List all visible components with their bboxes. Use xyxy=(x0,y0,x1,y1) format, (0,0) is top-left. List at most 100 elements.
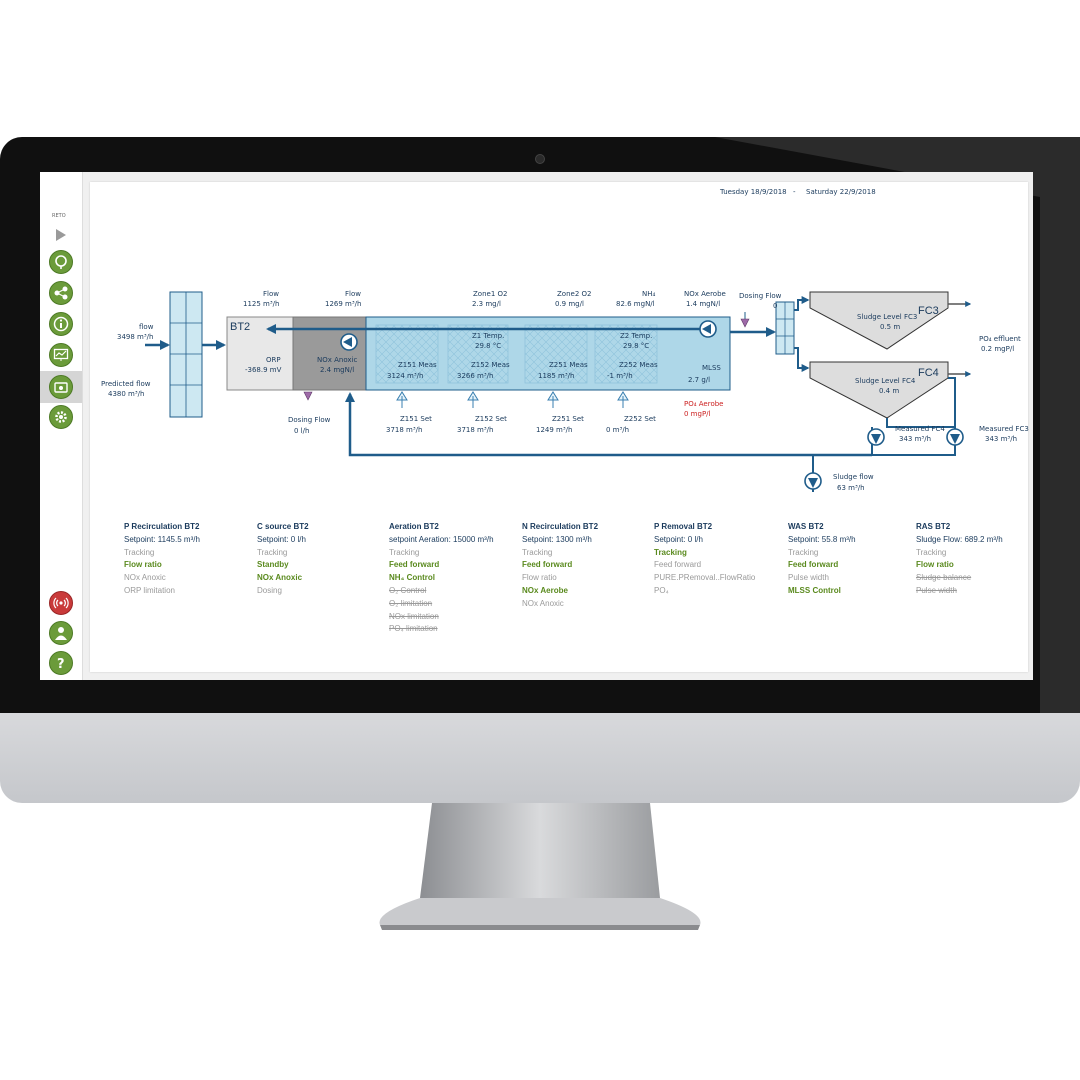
z152-meas-label: Z152 Meas xyxy=(471,361,510,369)
z252-set-label: Z252 Set xyxy=(624,415,656,423)
controller-mode[interactable]: Pulse width xyxy=(916,585,957,595)
nav-settings-button[interactable] xyxy=(49,405,73,429)
nav-signal-button[interactable] xyxy=(49,591,73,615)
controller-mode[interactable]: NOx Anoxic xyxy=(257,573,303,583)
controller-mode[interactable]: ORP limitation xyxy=(124,585,175,595)
controller-mode[interactable]: O₂ limitation xyxy=(389,598,433,608)
play-icon[interactable] xyxy=(55,228,67,242)
network-icon xyxy=(54,286,68,300)
z251-meas-value: 1185 m³/h xyxy=(538,372,575,380)
controller-mode[interactable]: Flow ratio xyxy=(916,560,954,570)
controller-mode[interactable]: NH₄ Control xyxy=(389,573,436,583)
controller-mode[interactable]: Feed forward xyxy=(522,560,573,570)
main-panel: Tuesday 18/9/2018 - Saturday 22/9/2018 xyxy=(90,182,1029,672)
sidebar: RETO ? xyxy=(40,172,83,680)
aeration-grid-z252 xyxy=(594,324,658,384)
nav-location-button[interactable] xyxy=(49,250,73,274)
po4-effluent-label: PO₄ effluent xyxy=(979,335,1021,343)
controller-mode[interactable]: Tracking xyxy=(654,547,687,557)
nox-aerobe-label: NOx Aerobe xyxy=(684,290,726,298)
date-separator: - xyxy=(793,188,796,196)
controller-title: WAS BT2 xyxy=(788,522,824,531)
chart-monitor-icon xyxy=(53,348,69,361)
flow2-value: 1269 m³/h xyxy=(325,300,362,308)
controller-mode[interactable]: Standby xyxy=(257,560,289,570)
controller-setpoint: setpoint Aeration: 15000 m³/h xyxy=(389,534,494,544)
controller-mode[interactable]: Dosing xyxy=(257,585,282,595)
dashboard-icon xyxy=(54,382,68,393)
monitor-stand xyxy=(379,803,701,930)
controller-setpoint: Setpoint: 1145.5 m³/h xyxy=(124,534,200,544)
nav-chart-button[interactable] xyxy=(49,343,73,367)
dosing-flow-left-value: 0 l/h xyxy=(294,427,310,435)
tank-name: BT2 xyxy=(230,321,251,333)
controller-setpoint: Setpoint: 0 l/h xyxy=(257,534,306,544)
clarifier-fc3 xyxy=(809,291,949,350)
controller-mode[interactable]: Tracking xyxy=(124,547,155,557)
controller-mode[interactable]: Tracking xyxy=(522,547,553,557)
gear-icon xyxy=(55,411,67,423)
controller-mode[interactable]: NOx Aerobe xyxy=(522,585,568,595)
controller-mode[interactable]: Tracking xyxy=(788,547,819,557)
controller-title: P Removal BT2 xyxy=(654,522,713,531)
sludge-level-fc4-label: Sludge Level FC4 xyxy=(855,377,916,385)
controller-mode[interactable]: Feed forward xyxy=(788,560,839,570)
controller-setpoint: Setpoint: 0 l/h xyxy=(654,534,703,544)
pump-fc4-icon xyxy=(867,428,885,446)
pump-waste-sludge-icon xyxy=(804,472,822,490)
z252-meas-value: -1 m³/h xyxy=(607,372,633,380)
sludge-level-fc3-label: Sludge Level FC3 xyxy=(857,313,918,321)
dosing-flow-right-value: 0 xyxy=(773,302,778,310)
controller-mode[interactable]: Tracking xyxy=(257,547,288,557)
nav-user-button[interactable] xyxy=(49,621,73,645)
controller-mode[interactable]: Tracking xyxy=(389,547,420,557)
controller-mode[interactable]: Pulse width xyxy=(788,573,829,583)
svg-text:?: ? xyxy=(57,657,65,671)
nav-dashboard-button[interactable] xyxy=(49,375,73,399)
nav-help-button[interactable]: ? xyxy=(49,651,73,675)
flow2-label: Flow xyxy=(345,290,361,298)
sludge-flow-value: 63 m³/h xyxy=(837,484,865,492)
controller-mode[interactable]: Flow ratio xyxy=(522,573,557,583)
controller-mode[interactable]: PO₄ limitation xyxy=(389,624,438,634)
nav-info-button[interactable] xyxy=(49,312,73,336)
nh4-label: NH₄ xyxy=(642,290,656,298)
po4-aerobe-value: 0 mgP/l xyxy=(684,410,711,418)
z152-set-value: 3718 m³/h xyxy=(457,426,494,434)
nav-network-button[interactable] xyxy=(49,281,73,305)
nh4-value: 82.6 mgN/l xyxy=(616,300,655,308)
monitor-chin xyxy=(0,713,1080,803)
controller-mode[interactable]: Sludge balance xyxy=(916,573,972,583)
controller-mode[interactable]: PURE.PRemoval..FlowRatio xyxy=(654,573,756,583)
controller-mode[interactable]: Flow ratio xyxy=(124,560,162,570)
z151-set-label: Z151 Set xyxy=(400,415,432,423)
controller-mode[interactable]: NOx Anoxic xyxy=(522,598,564,608)
dosing-flow-left-label: Dosing Flow xyxy=(288,416,331,424)
date-to[interactable]: Saturday 22/9/2018 xyxy=(806,188,876,196)
controller-mode[interactable]: Feed forward xyxy=(389,560,440,570)
controller-mode[interactable]: Feed forward xyxy=(654,560,702,570)
date-from[interactable]: Tuesday 18/9/2018 xyxy=(720,188,787,196)
controller-mode[interactable]: NOx Anoxic xyxy=(124,573,166,583)
clarifier-fc4 xyxy=(809,361,949,419)
controller-mode[interactable]: O₂ Control xyxy=(389,585,427,595)
z1-temp-value: 29.8 °C xyxy=(475,342,502,350)
sidebar-top-label: RETO xyxy=(52,213,66,219)
dosing-right-icon xyxy=(740,318,750,328)
controller-mode[interactable]: MLSS Control xyxy=(788,585,841,595)
clarifier-distribution-box xyxy=(775,301,795,355)
z252-set-value: 0 m³/h xyxy=(606,426,630,434)
z251-set-label: Z251 Set xyxy=(552,415,584,423)
z2-temp-value: 29.8 °C xyxy=(623,342,650,350)
clarifier-fc3-name: FC3 xyxy=(918,305,939,317)
controller-mode[interactable]: PO₄ xyxy=(654,585,669,595)
controller-mode[interactable]: NOx limitation xyxy=(389,611,439,621)
controller-mode[interactable]: Tracking xyxy=(916,547,947,557)
